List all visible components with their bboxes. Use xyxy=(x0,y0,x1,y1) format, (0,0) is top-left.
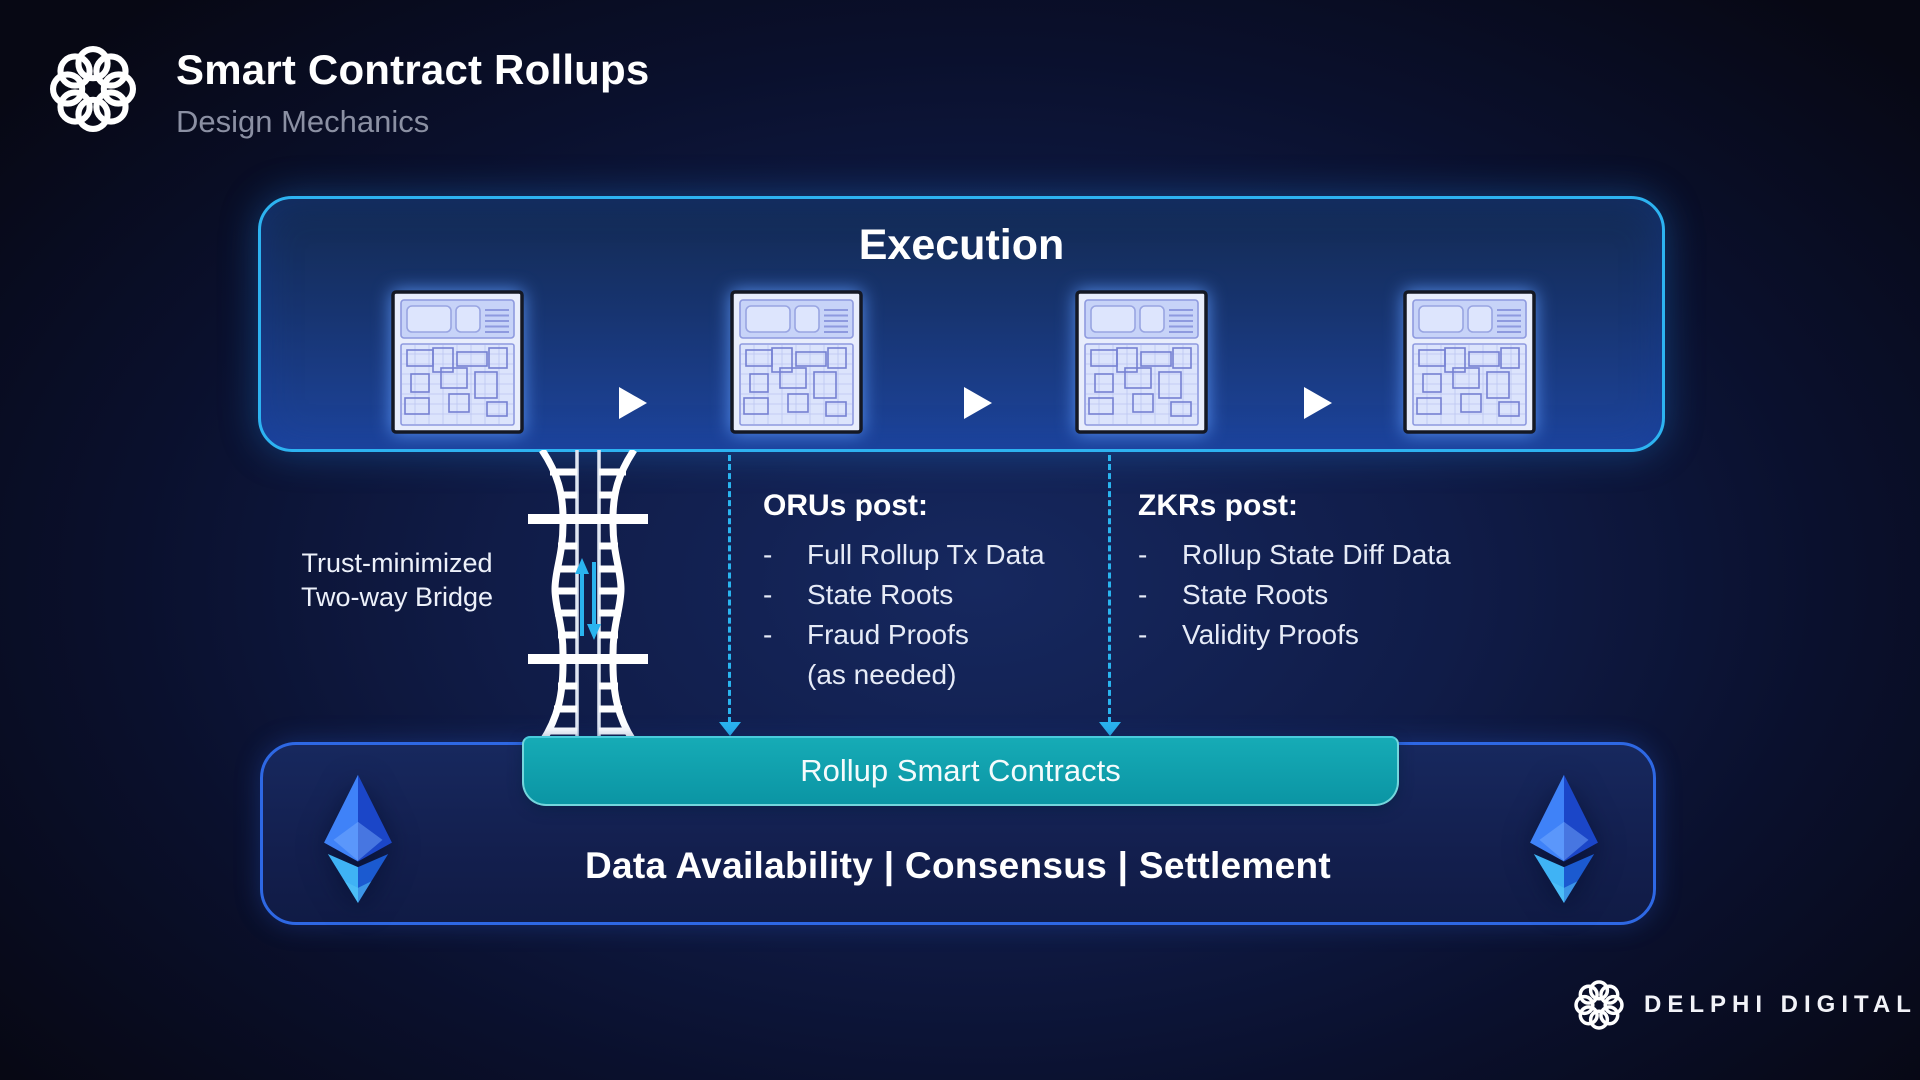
delphi-knot-logo-icon xyxy=(1574,980,1624,1030)
oru-post-heading: ORUs post: xyxy=(763,489,928,522)
zkr-post-panel: ZKRs post: -Rollup State Diff Data -Stat… xyxy=(1138,489,1578,655)
execution-title: Execution xyxy=(858,221,1065,269)
zkr-post-dashed-arrow-icon xyxy=(1099,455,1121,736)
list-item: -Fraud Proofs xyxy=(763,619,969,650)
zkr-post-list: -Rollup State Diff Data -State Roots -Va… xyxy=(1138,535,1578,655)
block-data-icon xyxy=(730,290,863,434)
oru-post-panel: ORUs post: -Full Rollup Tx Data -State R… xyxy=(763,489,1203,695)
list-item: -Validity Proofs xyxy=(1138,619,1359,650)
execution-panel: Execution xyxy=(258,196,1665,452)
block-data-icon xyxy=(391,290,524,434)
bridge-label-line1: Trust-minimized xyxy=(301,548,493,578)
list-item: -State Roots xyxy=(1138,579,1329,610)
rollup-smart-contracts-banner: Rollup Smart Contracts xyxy=(522,736,1399,806)
block-data-icon xyxy=(1075,290,1208,434)
page-title: Smart Contract Rollups xyxy=(176,46,650,93)
delphi-wordmark: DELPHI DIGITAL xyxy=(1644,991,1917,1018)
bridge-label: Trust-minimized Two-way Bridge xyxy=(267,546,527,614)
oru-post-dashed-arrow-icon xyxy=(719,455,741,736)
list-item: (as needed) xyxy=(807,659,957,690)
block-data-icon xyxy=(1403,290,1536,434)
settlement-layers-label: Data Availability | Consensus | Settleme… xyxy=(584,845,1332,886)
list-item: -State Roots xyxy=(763,579,954,610)
delphi-knot-logo-icon xyxy=(46,40,140,138)
play-triangle-icon xyxy=(964,387,992,419)
play-triangle-icon xyxy=(1304,387,1332,419)
rollup-smart-contracts-label: Rollup Smart Contracts xyxy=(800,753,1121,788)
two-way-bridge-icon xyxy=(528,450,648,742)
list-item: -Full Rollup Tx Data xyxy=(763,539,1045,570)
bridge-label-line2: Two-way Bridge xyxy=(300,582,494,612)
page-subtitle: Design Mechanics xyxy=(176,104,430,139)
footer-brand: DELPHI DIGITAL xyxy=(1572,978,1917,1032)
zkr-post-heading: ZKRs post: xyxy=(1138,489,1298,522)
list-item: -Rollup State Diff Data xyxy=(1138,539,1451,570)
play-triangle-icon xyxy=(619,387,647,419)
oru-post-list: -Full Rollup Tx Data -State Roots -Fraud… xyxy=(763,535,1203,695)
